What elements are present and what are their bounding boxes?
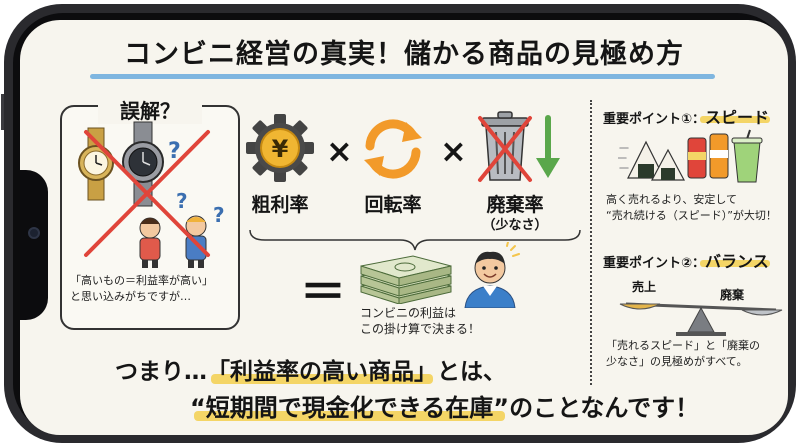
highlight-bar [211,374,433,384]
rice-ball-icon [651,148,685,181]
trash-can-icon [478,111,560,182]
misconception-text: 「高いもの＝利益率が高い」 と思い込みがちですが… [70,274,213,303]
factor-label-waste: 廃棄率 [486,194,544,216]
side-button [1,94,4,130]
products-illustration [618,129,763,183]
rotate-arrows-icon [364,119,422,179]
down-arrow-icon [536,115,560,178]
equals-operator: ＝ [300,265,346,319]
point2-text: 「売れるスピード」と「廃棄の 少なさ」の見極めがすべて。 [606,339,760,368]
cup-drink-icon [731,129,763,183]
scale-label-sales: 売上 [632,280,657,294]
highlight-bar [700,116,770,123]
cross-mark-icon [84,130,210,257]
gold-watch-icon [78,127,114,201]
result-text: コンビニの利益は この掛け算で決まる！ [360,306,481,336]
balance-scale-icon [619,302,783,336]
times-operator: × [440,132,467,170]
point2-title: 重要ポイント②：バランス [603,252,769,271]
key-points-panel [590,100,788,385]
misconception-label: 誤解？ [98,95,202,124]
factor-label-gross-margin: 粗利率 [251,194,309,216]
phone-notch [20,170,48,320]
title-underline [90,74,715,79]
person-man-icon [185,215,207,268]
highlight-bar [194,411,506,421]
can-drink-icon [709,133,729,179]
store-clerk-icon [464,242,520,308]
watches-and-people-illustration: ? ? ? [78,121,225,268]
cash-stack-icon [360,255,452,304]
question-mark-icon: ? [176,189,188,213]
page-title: コンビニ経営の真実！儲かる商品の見極め方 [124,39,684,70]
brace-connector [249,229,581,251]
scale-label-waste: 廃棄 [720,288,745,302]
factor-sublabel-waste: （少なさ） [482,218,548,233]
times-operator: × [326,132,353,170]
phone-frame: コンビニ経営の真実！儲かる商品の見極め方 誤解？ [1,4,796,443]
point1-title: 重要ポイント①：スピード [603,108,770,127]
conclusion-line2: “短期間で現金化できる在庫”のことなんです！ [190,394,700,422]
question-mark-icon: ? [213,203,225,227]
screen: コンビニ経営の真実！儲かる商品の見極め方 誤解？ [20,20,788,435]
rice-ball-icon [627,140,665,179]
factor-label-turnover: 回転率 [364,194,422,216]
yen-gear-icon: ¥ [246,114,314,182]
conclusion-line1: つまり…「利益率の高い商品」とは、 [115,359,506,385]
person-woman-icon [139,217,161,268]
camera-icon [28,227,40,239]
highlight-bar [700,260,770,267]
question-mark-icon: ? [168,139,181,164]
can-drink-icon [687,137,707,179]
black-watch-icon [122,121,164,207]
svg-text:¥: ¥ [272,135,289,163]
point1-text: 高く売れるより、安定して “売れ続ける（スピード）”が大切！ [606,193,777,222]
